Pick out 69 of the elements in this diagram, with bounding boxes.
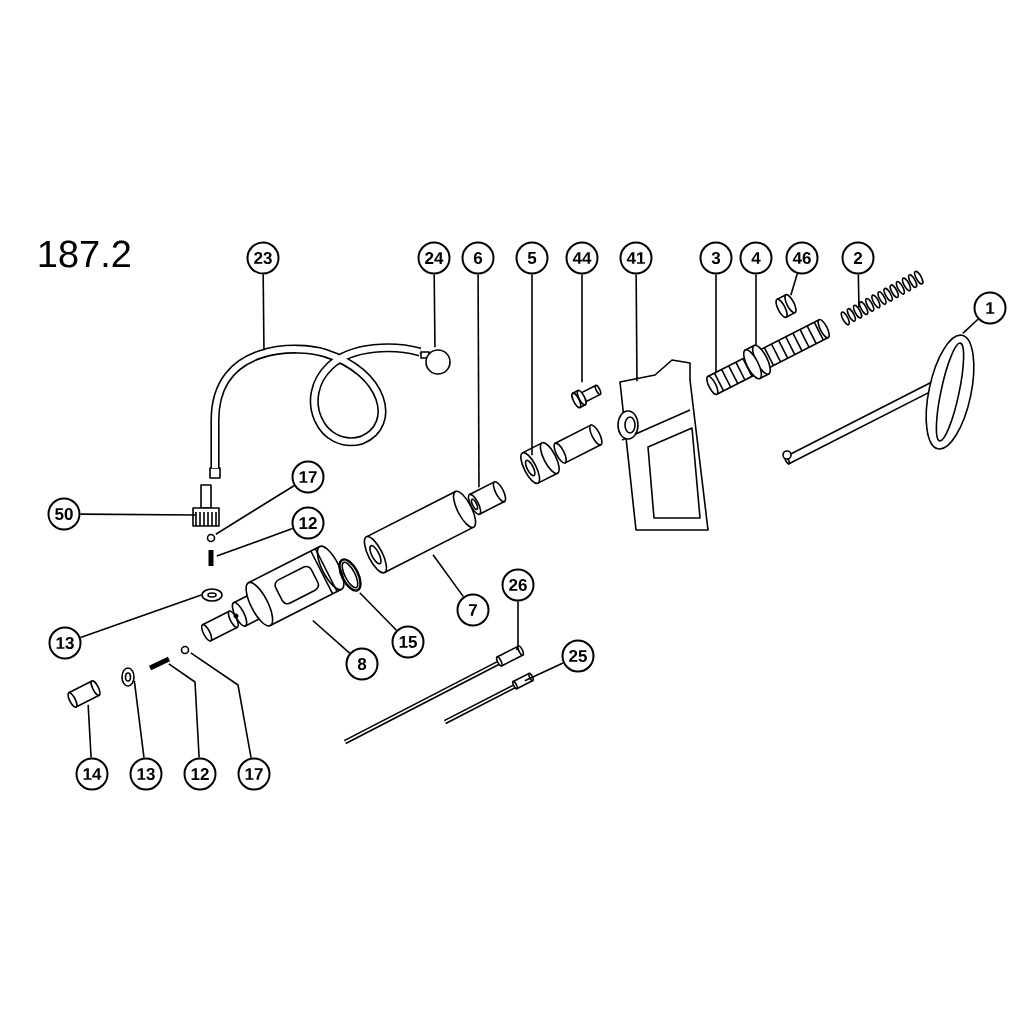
screw-drawing [571,384,602,409]
callout-number: 44 [565,241,599,275]
leader-line [857,273,860,308]
leader-line [755,273,757,346]
callout-number: 13 [129,757,163,791]
leader-line [312,619,351,654]
leader-line [87,704,92,759]
callout-number: 1 [973,291,1007,325]
leader-line [524,662,564,682]
leader-line [190,652,252,759]
leader-line [531,273,533,456]
leader-line [262,273,265,351]
leader-line [635,273,638,382]
spring-drawing [148,656,171,671]
callout-number: 12 [183,757,217,791]
fitting-drawing [192,484,220,527]
nipple-drawing [67,680,101,708]
ball-drawing [206,533,216,543]
frame-drawing [617,359,709,531]
ring-drawing [775,293,797,319]
body-drawing [200,545,345,642]
leader-line [216,527,294,557]
leader-line [215,484,295,536]
callout-number: 23 [246,241,280,275]
washer-drawing [201,588,223,602]
ball-drawing [180,645,190,655]
needle-drawing [443,672,534,725]
callout-number: 13 [48,626,82,660]
leader-line [790,273,799,296]
nut-drawing [520,424,603,485]
leader-line [477,273,480,488]
leader-line [168,663,200,759]
leader-line [581,273,583,383]
spring-drawing [840,270,924,326]
callout-number: 26 [501,568,535,602]
washer-drawing [121,667,135,687]
sleeve-drawing [467,480,507,516]
leader-line [358,592,398,632]
tube-drawing [363,490,477,574]
callout-number: 7 [456,593,490,627]
callout-number: 3 [699,241,733,275]
callout-number: 24 [417,241,451,275]
leader-line [133,680,145,759]
callout-number: 15 [391,625,425,659]
callout-number: 12 [291,506,325,540]
ring-drawing [742,344,772,380]
callout-number: 14 [75,757,109,791]
figure-number: 187.2 [39,240,130,268]
callout-number: 17 [291,460,325,494]
plunger-drawing [782,334,975,465]
ring-drawing [338,558,362,592]
spring-drawing [208,550,214,566]
callout-number: 50 [47,497,81,531]
leader-line [79,513,197,516]
ball-drawing [420,349,451,375]
callout-number: 6 [461,241,495,275]
leader-line [79,594,202,639]
leader-line [515,600,519,651]
callout-number: 41 [619,241,653,275]
callout-number: 4 [739,241,773,275]
callout-number: 5 [515,241,549,275]
callout-number: 17 [237,757,271,791]
callout-number: 46 [785,241,819,275]
callout-number: 25 [561,639,595,673]
callout-number: 2 [841,241,875,275]
leader-line [715,273,717,374]
leader-line [432,554,465,598]
leader-line [962,318,979,335]
leader-line [433,273,436,348]
